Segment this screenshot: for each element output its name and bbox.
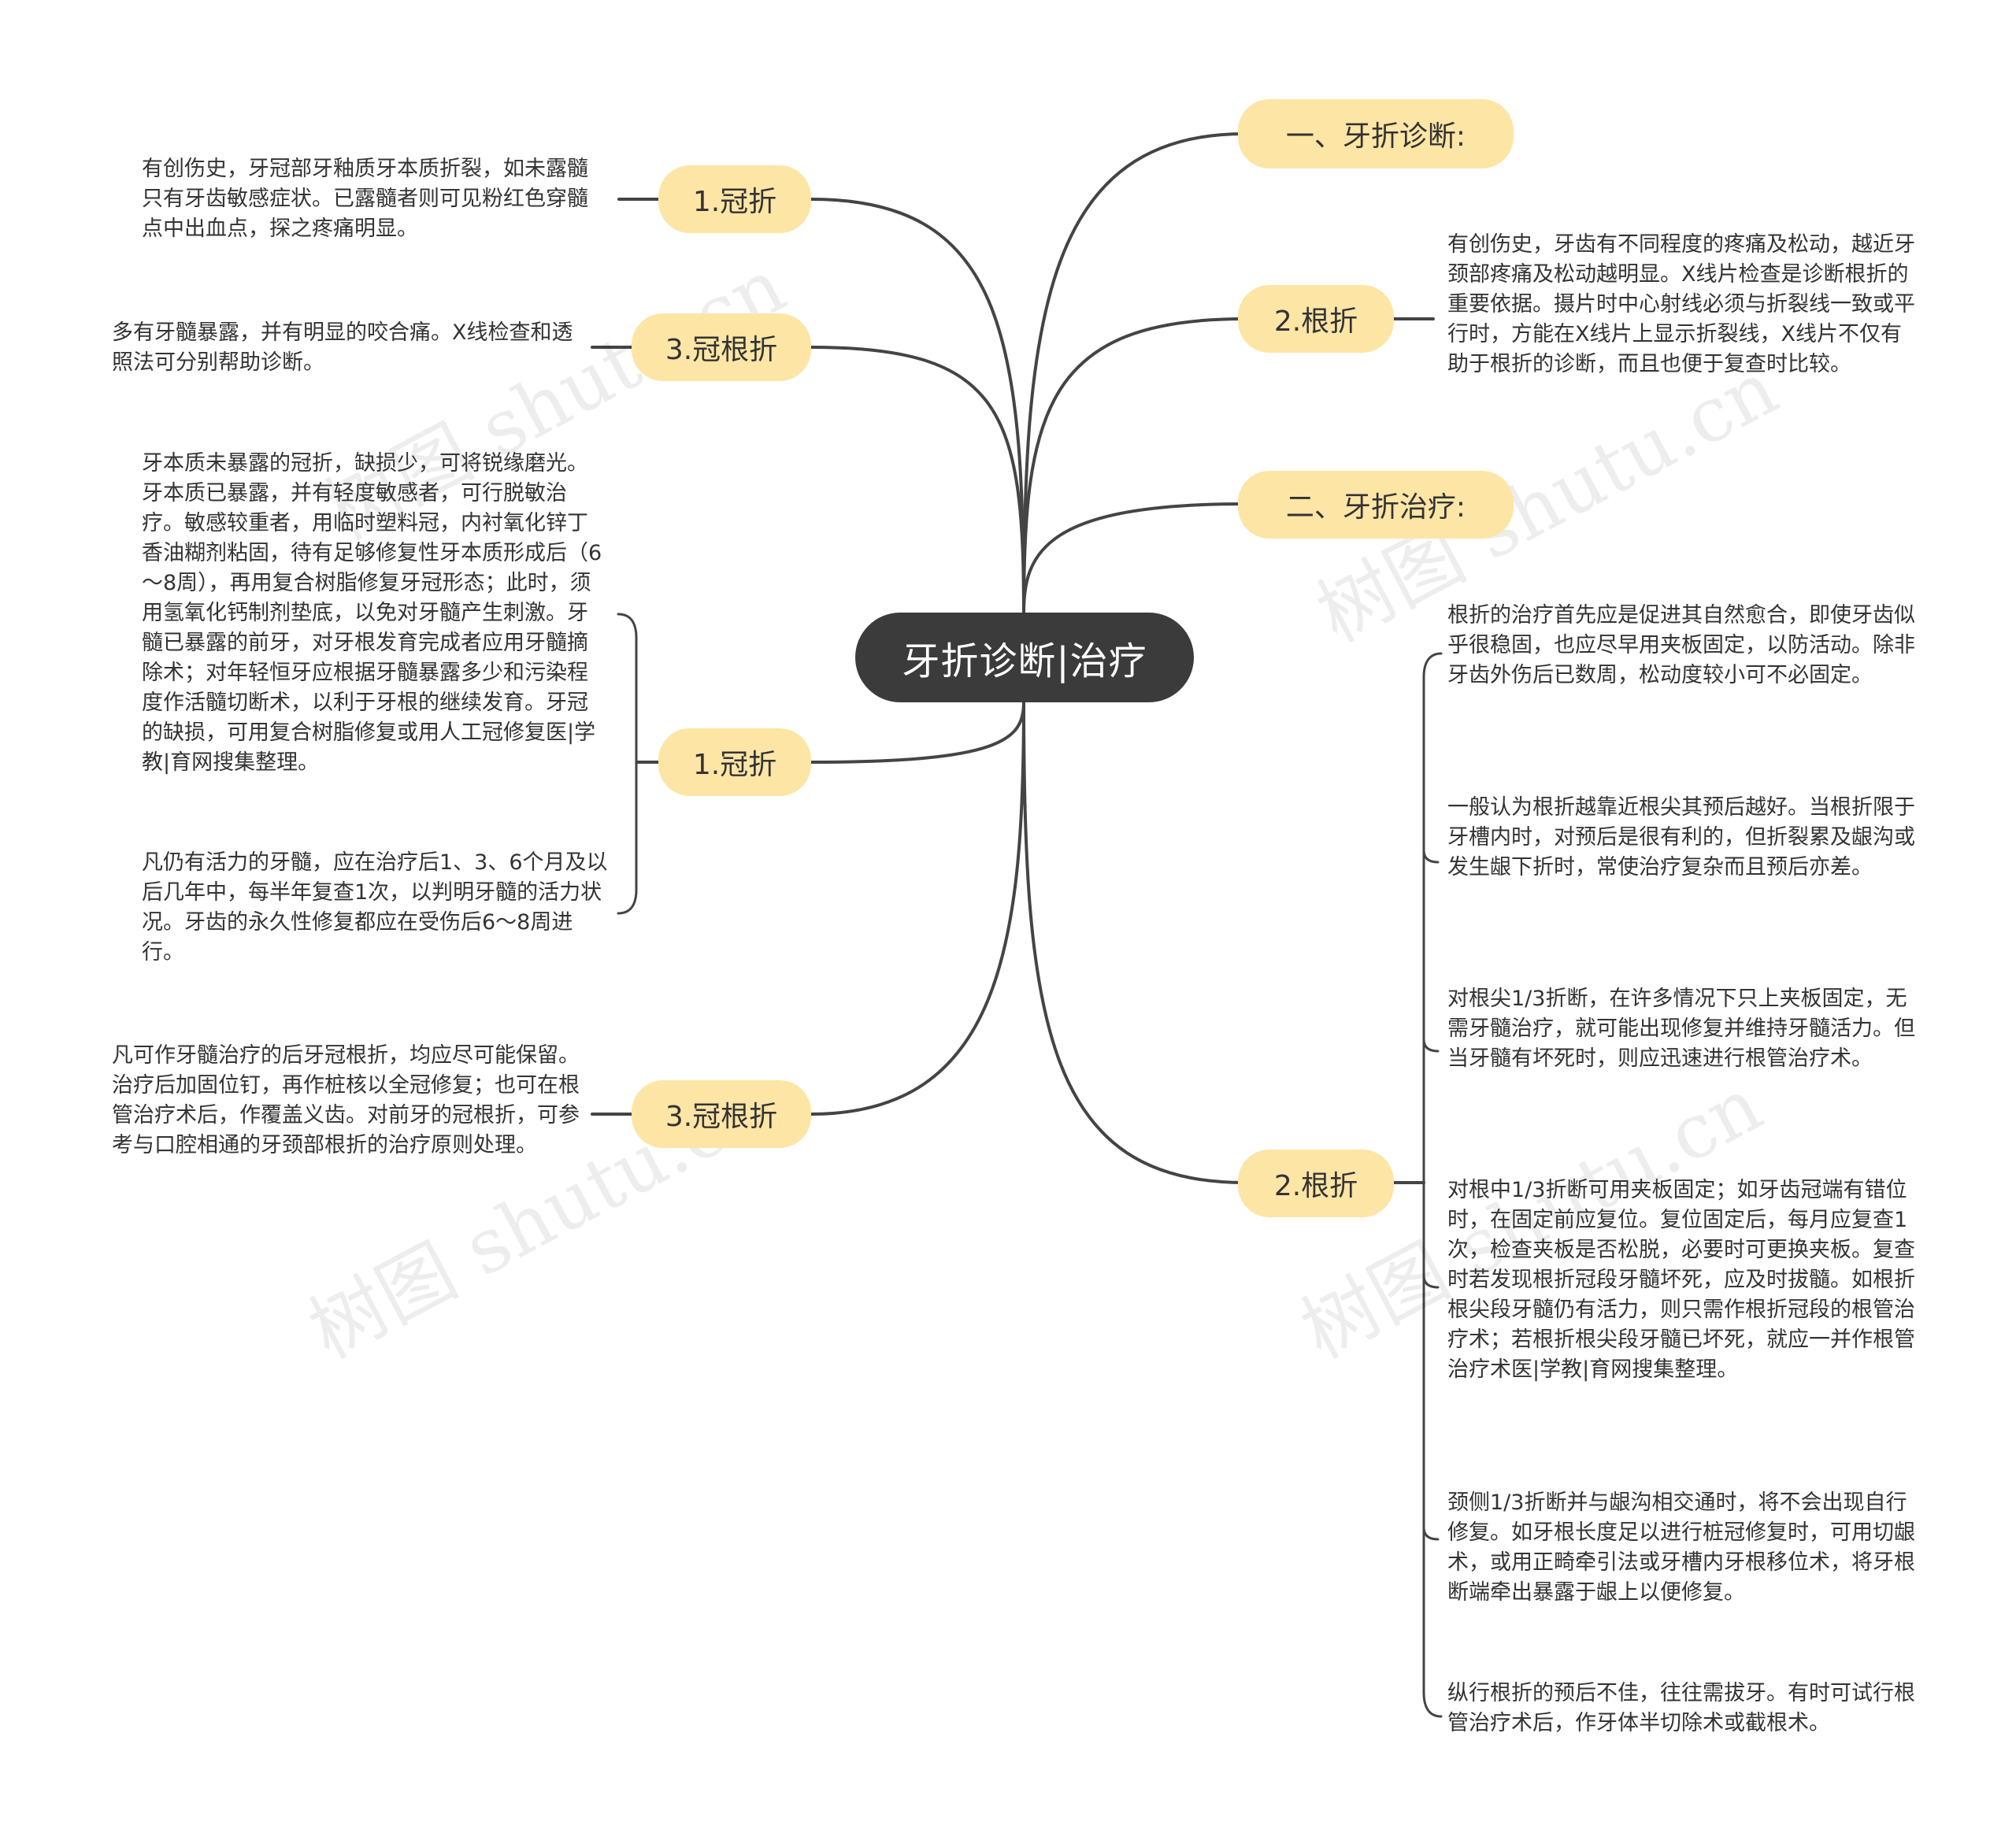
leaf-treat-root-fracture-4: 对根中1/3折断可用夹板固定；如牙齿冠端有错位时，在固定前应复位。复位固定后，每…	[1447, 1178, 1915, 1382]
edge-root-treat-crown-root-fracture	[810, 701, 1025, 1116]
edge-root-treatment	[1022, 502, 1246, 614]
bracket-tick-r4	[1422, 1274, 1440, 1289]
leaf-diag-root-fracture: 有创伤史，牙齿有不同程度的疼痛及松动，越近牙颈部疼痛及松动越明显。X线片检查是诊…	[1447, 232, 1915, 376]
leaf-treat-root-fracture-2: 一般认为根折越靠近根尖其预后越好。当根折限于牙槽内时，对预后是很有利的，但折裂累…	[1447, 795, 1915, 879]
leaf-treat-root-fracture-3: 对根尖1/3折断，在许多情况下只上夹板固定，无需牙髓治疗，就可能出现修复并维持牙…	[1447, 987, 1915, 1071]
edge-root-treat-root-fracture	[1022, 701, 1246, 1184]
node-treatment-header[interactable]: 二、牙折治疗:	[1238, 471, 1514, 539]
leaf-diag-crown-root-fracture: 多有牙髓暴露，并有明显的咬合痛。X线检查和透照法可分别帮助诊断。	[112, 320, 573, 375]
node-treat-crown-root-fracture[interactable]: 3.冠根折	[632, 1080, 811, 1148]
edge-root-diag-crown-root-fracture	[810, 346, 1025, 614]
edge-root-diag-crown-fracture	[810, 198, 1025, 614]
node-diagnosis-header[interactable]: 一、牙折诊断:	[1238, 99, 1514, 168]
node-treat-root-fracture[interactable]: 2.根折	[1238, 1150, 1394, 1217]
leaf-treat-crown-fracture-2: 凡仍有活力的牙髓，应在治疗后1、3、6个月及以后几年中，每半年复查1次，以判明牙…	[142, 850, 608, 965]
leaf-treat-crown-root-fracture: 凡可作牙髓治疗的后牙冠根折，均应尽可能保留。治疗后加固位钉，再作桩核以全冠修复；…	[112, 1043, 580, 1157]
leaf-treat-root-fracture-6: 纵行根折的预后不佳，往往需拔牙。有时可试行根管治疗术后，作牙体半切除术或截根术。	[1447, 1681, 1915, 1735]
edge-root-diag-root-fracture	[1022, 317, 1246, 614]
node-diag-root-fracture[interactable]: 2.根折	[1238, 285, 1394, 353]
leaf-treat-root-fracture-1: 根折的治疗首先应是促进其自然愈合，即使牙齿似乎很稳固，也应尽早用夹板固定，以防活…	[1447, 603, 1915, 687]
edge-root-diagnosis	[1022, 132, 1246, 614]
node-treat-crown-fracture[interactable]: 1.冠折	[658, 728, 811, 796]
bracket-tick-r2	[1422, 849, 1440, 864]
leaf-diag-crown-fracture: 有创伤史，牙冠部牙釉质牙本质折裂，如未露髓只有牙齿敏感症状。已露髓者则可见粉红色…	[142, 157, 588, 241]
node-diag-crown-root-fracture[interactable]: 3.冠根折	[632, 313, 811, 381]
bracket-tick-r3	[1422, 1038, 1440, 1053]
leaf-treat-crown-fracture-1: 牙本质未暴露的冠折，缺损少，可将锐缘磨光。牙本质已暴露，并有轻度敏感者，可行脱敏…	[142, 451, 602, 775]
edge-root-treat-crown-fracture	[810, 701, 1025, 764]
bracket-treat-root-fracture	[1422, 652, 1443, 1718]
root-node[interactable]: 牙折诊断|治疗	[855, 613, 1194, 702]
node-diag-crown-fracture[interactable]: 1.冠折	[658, 165, 811, 233]
bracket-treat-crown-fracture	[617, 613, 638, 915]
leaf-treat-root-fracture-5: 颈侧1/3折断并与龈沟相交通时，将不会出现自行修复。如牙根长度足以进行桩冠修复时…	[1447, 1490, 1915, 1605]
bracket-tick-r5	[1422, 1526, 1440, 1541]
